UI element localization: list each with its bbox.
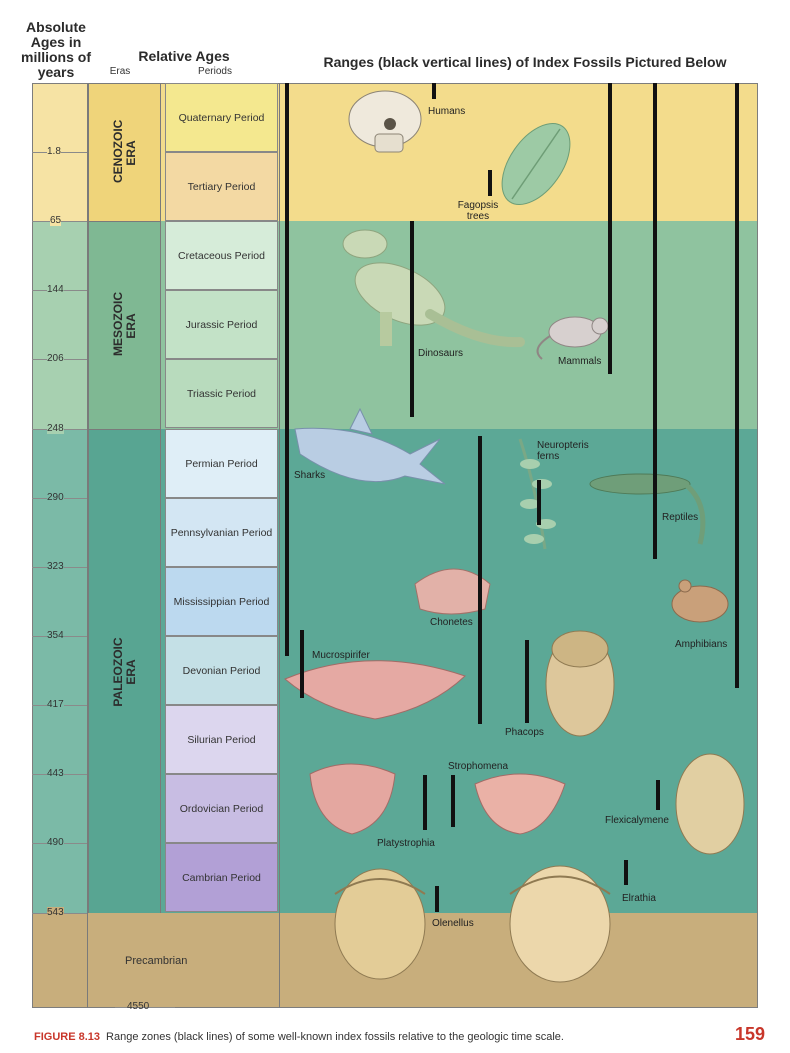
olenellus-trilobite-icon bbox=[335, 869, 425, 979]
paleozoic-era-box: PALEOZOIC ERA bbox=[88, 429, 161, 913]
range-line-elrathia bbox=[624, 860, 628, 885]
human-skull-icon bbox=[349, 91, 421, 152]
age-label: 144 bbox=[47, 284, 64, 295]
label-humans: Humans bbox=[428, 106, 465, 117]
period-cambrian: Cambrian Period bbox=[165, 843, 278, 912]
paleozoic-era-label: PALEOZOIC ERA bbox=[112, 637, 138, 707]
age-label: 417 bbox=[47, 699, 64, 710]
label-flexicalymene: Flexicalymene bbox=[605, 815, 669, 826]
period-cretaceous: Cretaceous Period bbox=[165, 221, 278, 290]
elrathia-trilobite-icon bbox=[510, 866, 610, 982]
label-mucrospirifer: Mucrospirifer bbox=[312, 650, 370, 661]
age-label: 248 bbox=[47, 423, 64, 434]
range-line-dinosaurs bbox=[410, 221, 414, 417]
age-label: 354 bbox=[47, 630, 64, 641]
range-line-mammals bbox=[608, 83, 612, 374]
age-label: 206 bbox=[47, 353, 64, 364]
range-line-fagopsis bbox=[488, 170, 492, 196]
range-line-strophomena bbox=[451, 775, 455, 827]
mesozoic-era-label: MESOZOIC ERA bbox=[112, 296, 138, 356]
eras-header: Eras bbox=[90, 66, 150, 77]
label-elrathia: Elrathia bbox=[622, 893, 656, 904]
age-label: 443 bbox=[47, 768, 64, 779]
label-reptiles: Reptiles bbox=[662, 512, 698, 523]
period-jurassic: Jurassic Period bbox=[165, 290, 278, 359]
age-label: 1.8 bbox=[47, 146, 61, 157]
fagopsis-leaf-icon bbox=[488, 111, 583, 216]
reptile-icon bbox=[590, 474, 703, 544]
absolute-ages-header: Absolute Ages in millions of years bbox=[18, 20, 94, 80]
age-label: 290 bbox=[47, 492, 64, 503]
range-line-phacops bbox=[525, 640, 529, 723]
fossil-illustrations bbox=[280, 84, 758, 1006]
range-line-platystrophia bbox=[423, 775, 427, 830]
label-chonetes: Chonetes bbox=[430, 617, 473, 628]
period-triassic: Triassic Period bbox=[165, 359, 278, 428]
range-line-sharks bbox=[285, 83, 289, 656]
range-line-amphibians bbox=[735, 83, 739, 688]
label-mammals: Mammals bbox=[558, 356, 601, 367]
label-sharks: Sharks bbox=[294, 470, 325, 481]
range-line-mucrospirifer bbox=[300, 630, 304, 698]
period-pennsylvanian: Pennsylvanian Period bbox=[165, 498, 278, 567]
range-line-olenellus bbox=[435, 886, 439, 912]
label-phacops: Phacops bbox=[505, 727, 544, 738]
label-platystrophia: Platystrophia bbox=[377, 838, 435, 849]
period-devonian: Devonian Period bbox=[165, 636, 278, 705]
label-strophomena: Strophomena bbox=[448, 761, 508, 772]
cenozoic-era-box: CENOZOIC ERA bbox=[88, 83, 161, 221]
cenozoic-era-label: CENOZOIC ERA bbox=[112, 123, 138, 183]
mesozoic-era-box: MESOZOIC ERA bbox=[88, 221, 161, 429]
label-dinosaurs: Dinosaurs bbox=[418, 348, 463, 359]
label-neuropteris: Neuropteris ferns bbox=[537, 440, 587, 462]
age-label: 490 bbox=[47, 837, 64, 848]
phacops-trilobite-icon bbox=[546, 631, 614, 736]
range-line-humans bbox=[432, 83, 436, 99]
range-line-reptiles bbox=[653, 83, 657, 559]
figure-caption: FIGURE 8.13 Range zones (black lines) of … bbox=[34, 1031, 734, 1043]
range-line-neuropteris bbox=[537, 480, 541, 525]
relative-ages-header: Relative Ages bbox=[124, 48, 244, 64]
precambrian-label: Precambrian bbox=[125, 955, 187, 967]
bottom-age-label: 4550 bbox=[127, 1001, 149, 1012]
mucrospirifer-shell-icon bbox=[285, 661, 465, 719]
age-label: 543 bbox=[47, 907, 64, 918]
dinosaur-icon bbox=[343, 230, 520, 346]
page-number: 159 bbox=[735, 1024, 765, 1045]
periods-header: Periods bbox=[180, 66, 250, 77]
period-tertiary: Tertiary Period bbox=[165, 152, 278, 221]
period-silurian: Silurian Period bbox=[165, 705, 278, 774]
ranges-header: Ranges (black vertical lines) of Index F… bbox=[315, 54, 735, 70]
period-quaternary: Quaternary Period bbox=[165, 83, 278, 152]
mammal-icon bbox=[538, 317, 609, 359]
period-ordovician: Ordovician Period bbox=[165, 774, 278, 843]
caption-text: Range zones (black lines) of some well-k… bbox=[106, 1031, 564, 1043]
platystrophia-shell-icon bbox=[310, 764, 395, 834]
strophomena-shell-icon bbox=[475, 774, 565, 834]
flexicalymene-trilobite-icon bbox=[676, 754, 744, 854]
range-line-chonetes bbox=[478, 436, 482, 724]
label-amphibians: Amphibians bbox=[675, 639, 727, 650]
period-mississippian: Mississippian Period bbox=[165, 567, 278, 636]
age-label: 323 bbox=[47, 561, 64, 572]
range-line-flexicalymene bbox=[656, 780, 660, 810]
amphibian-frog-icon bbox=[672, 580, 728, 622]
age-label: 65 bbox=[50, 215, 61, 226]
figure-number: FIGURE 8.13 bbox=[34, 1031, 100, 1043]
period-permian: Permian Period bbox=[165, 429, 278, 498]
label-olenellus: Olenellus bbox=[432, 918, 474, 929]
label-fagopsis: Fagopsis trees bbox=[457, 200, 499, 222]
